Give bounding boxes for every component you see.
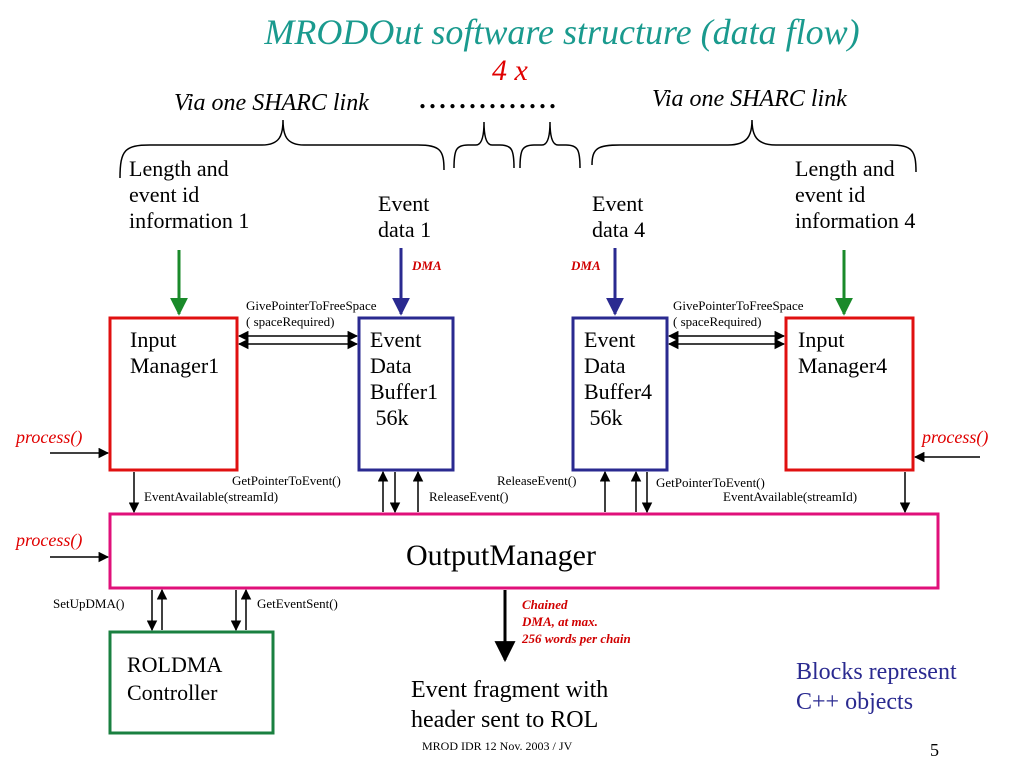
- brace-small-2: [519, 121, 581, 169]
- input-manager-1-box: [108, 316, 239, 472]
- event-buffer-4-box: [571, 316, 669, 472]
- give-pointer-label-left: GivePointerToFreeSpace ( spaceRequired): [246, 298, 377, 330]
- get-pointer-label-right: GetPointerToEvent(): [656, 475, 765, 490]
- input-manager-1-label: Input Manager1: [130, 327, 220, 378]
- via-sharc-right: Via one SHARC link: [652, 86, 847, 112]
- release-event-label-top: ReleaseEvent(): [497, 473, 577, 488]
- output-manager-box: [108, 512, 940, 590]
- event-fragment-label: Event fragment with header sent to ROL: [411, 677, 609, 733]
- event-buffer-1-box: [357, 316, 455, 472]
- get-pointer-label-left: GetPointerToEvent(): [232, 473, 341, 488]
- brace-right: [591, 119, 917, 173]
- event-data-1-label: Event data 1: [378, 191, 432, 242]
- slide-title: MRODOut software structure (data flow): [264, 12, 860, 52]
- get-event-sent-label: GetEventSent(): [257, 596, 338, 611]
- process-label-left: process(): [16, 427, 83, 447]
- process-label-right: process(): [922, 427, 989, 447]
- input-manager-4-box: [784, 316, 915, 472]
- process-label-output: process(): [16, 530, 83, 550]
- event-available-label-right: EventAvailable(streamId): [723, 489, 858, 504]
- via-sharc-left: Via one SHARC link: [174, 90, 369, 116]
- give-pointer-label-right: GivePointerToFreeSpace ( spaceRequired): [673, 298, 804, 330]
- length-info-4: Length and event id information 4: [795, 156, 916, 233]
- output-manager-label: OutputManager: [406, 539, 596, 572]
- roldma-label: ROLDMA Controller: [127, 652, 223, 705]
- chained-dma-label: Chained DMA, at max. 256 words per chain: [522, 597, 631, 646]
- brace-small-1: [453, 121, 515, 169]
- release-event-label-bottom: ReleaseEvent(): [429, 489, 509, 504]
- event-buffer-4-label: Event Data Buffer4 56k: [584, 327, 653, 430]
- setup-dma-label: SetUpDMA(): [53, 596, 125, 611]
- dma-label-1: DMA: [412, 258, 442, 273]
- event-buffer-1-label: Event Data Buffer1 56k: [370, 327, 439, 430]
- length-info-1: Length and event id information 1: [129, 156, 250, 233]
- brace-left: [119, 119, 445, 179]
- ellipsis-dots: ..............: [418, 76, 558, 116]
- dma-label-4: DMA: [571, 258, 601, 273]
- roldma-box: [108, 630, 275, 735]
- multiplier-label: 4 x: [492, 54, 528, 87]
- footer-text: MROD IDR 12 Nov. 2003 / JV: [422, 739, 573, 753]
- page-number: 5: [930, 740, 939, 760]
- input-manager-4-label: Input Manager4: [798, 327, 888, 378]
- blocks-note: Blocks represent C++ objects: [796, 659, 957, 715]
- event-data-4-label: Event data 4: [592, 191, 646, 242]
- event-available-label-left: EventAvailable(streamId): [144, 489, 279, 504]
